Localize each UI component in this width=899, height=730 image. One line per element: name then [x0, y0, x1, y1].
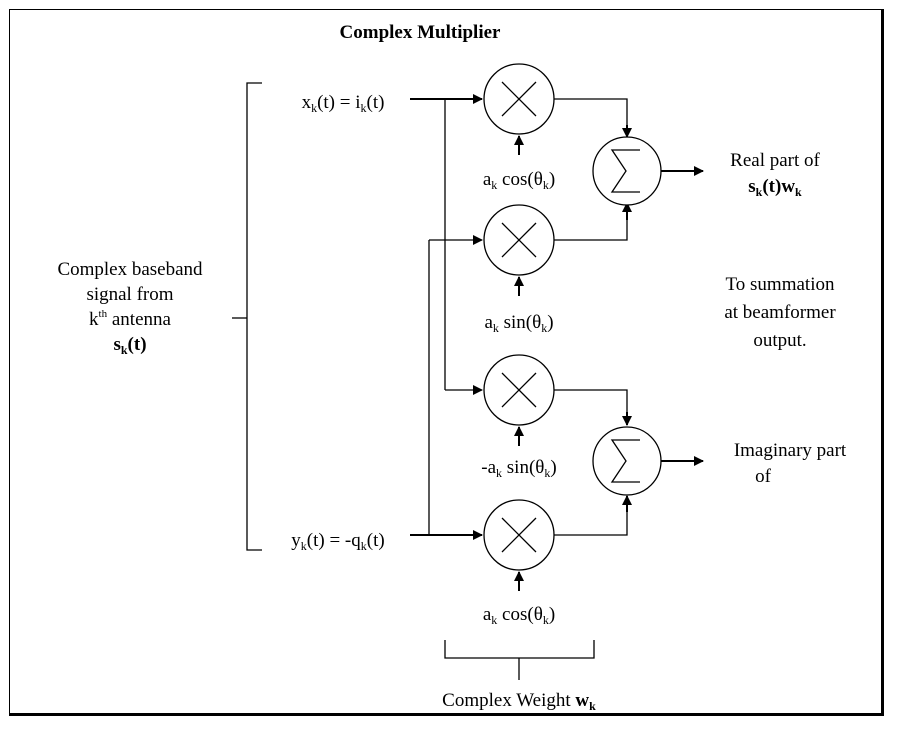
complex-weight-label: Complex Weight wk	[442, 690, 596, 713]
multiplier-3	[483, 354, 555, 426]
real-output-label: Real part of	[730, 150, 820, 171]
multiplier-2	[483, 204, 555, 276]
imag-output-label-line2: of	[755, 466, 772, 487]
input-label-line3: kth antenna	[89, 308, 171, 330]
summer-imaginary	[592, 426, 662, 496]
weight-label-3: -ak sin(θk)	[481, 457, 556, 480]
multiplier-4	[483, 499, 555, 571]
weight-label-2: ak sin(θk)	[484, 312, 553, 335]
mult1-to-sum1	[554, 98, 628, 135]
mult2-to-sum1	[554, 205, 628, 241]
input-bracket	[246, 82, 262, 551]
input-label-line2: signal from	[86, 284, 173, 305]
summation-note-line1: To summation	[726, 274, 835, 295]
summation-note-line3: output.	[753, 330, 806, 351]
mult3-to-sum2	[554, 389, 628, 425]
imag-output-label-line1: Imaginary part	[734, 440, 847, 461]
diagram-title: Complex Multiplier	[340, 22, 502, 43]
multiplier-1	[483, 63, 555, 135]
sigma-icon	[592, 136, 662, 206]
diagram-frame	[9, 9, 884, 716]
weight-label-4: ak cos(θk)	[483, 604, 555, 627]
real-output-product: sk(t)wk	[748, 176, 802, 199]
x-input-label: xk(t) = ik(t)	[302, 92, 385, 115]
sigma-icon	[592, 426, 662, 496]
y-input-label: yk(t) = -qk(t)	[291, 530, 384, 553]
summer-real	[592, 136, 662, 206]
input-label-line1: Complex baseband	[57, 259, 203, 280]
weight-label-1: ak cos(θk)	[483, 169, 555, 192]
summation-note-line2: at beamformer	[724, 302, 836, 323]
input-signal-label: sk(t)	[113, 334, 146, 357]
weight-bracket	[444, 640, 595, 659]
mult4-to-sum2	[554, 496, 628, 536]
